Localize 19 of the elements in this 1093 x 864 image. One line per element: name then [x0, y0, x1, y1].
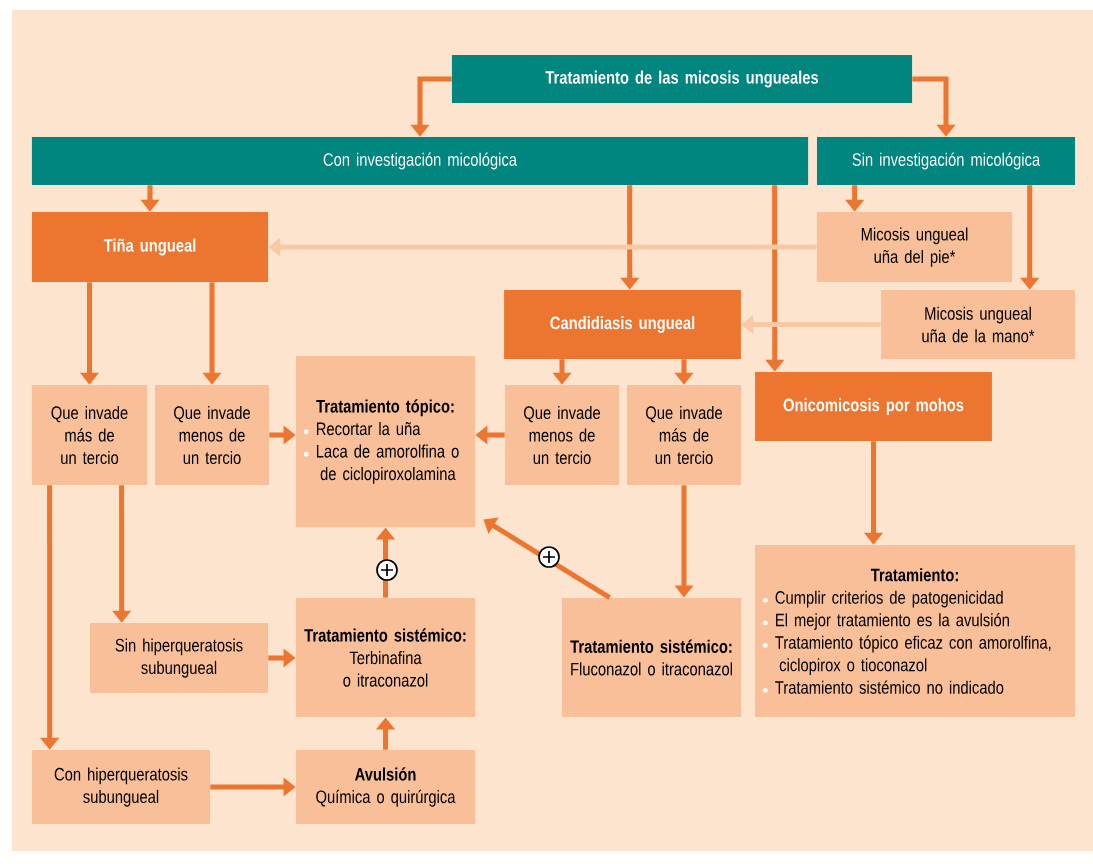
process-box: Con hiperqueratosis subungueal	[32, 750, 210, 824]
category-bar: Con investigación micológica	[31, 137, 809, 185]
process-box: Micosis ungueal uña del pie*	[816, 212, 1013, 282]
treatment-box: Tratamiento: Cumplir criterios de patogenicidad El mejor tratamiento es la avulsión Tratamiento tópico eficaz con amorolfina, ciclopirox o tioconazol Tratamiento sistémico no indicado	[754, 545, 1076, 718]
process-box: Que invade más de un tercio	[627, 385, 741, 485]
diagnosis-box: Candidiasis ungueal	[504, 290, 741, 359]
process-box: Que invade menos de un tercio	[155, 385, 269, 485]
treatment-box: Avulsión Química o quirúrgica	[295, 750, 476, 824]
treatment-box: Tratamiento tópico: Recortar la uña Laca de amorolfina o de ciclopiroxolamina	[295, 355, 476, 528]
treatment-box: Tratamiento sistémico: Terbinafina o itraconazol	[295, 597, 476, 718]
category-bar: Sin investigación micológica	[817, 137, 1076, 185]
header-box: Tratamiento de las micosis ungueales	[451, 55, 913, 103]
diagnosis-box: Tiña ungueal	[31, 212, 269, 282]
treatment-box: Tratamiento sistémico: Fluconazol o itraconazol	[561, 597, 742, 718]
process-box: Que invade menos de un tercio	[505, 385, 619, 485]
process-box: Micosis ungueal uña de la mano*	[881, 290, 1076, 359]
process-box: Que invade más de un tercio	[31, 385, 148, 485]
process-box: Sin hiperqueratosis subungueal	[90, 623, 269, 693]
diagnosis-box: Onicomicosis por mohos	[755, 372, 992, 441]
